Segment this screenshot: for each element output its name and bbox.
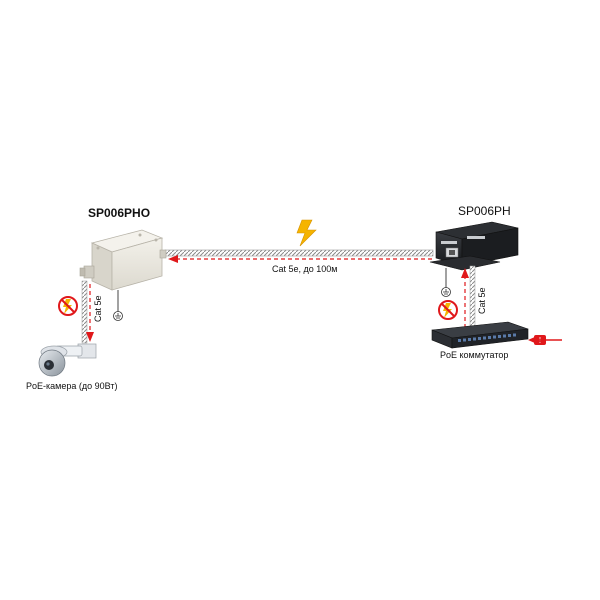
main-cable: [164, 249, 434, 263]
sp006ph-injector: [429, 221, 519, 271]
camera-label: PoE-камера (до 90Вт): [26, 381, 118, 391]
ground-icon: [113, 311, 123, 321]
right-drop-cable: [461, 265, 476, 329]
left-drop-cable-label: Cat 5e: [93, 295, 103, 322]
poe-switch: [431, 321, 529, 349]
switch-label: PoE коммутатор: [440, 350, 509, 360]
poe-camera: [38, 343, 97, 377]
ground-icon: [441, 287, 451, 297]
lightning-icon: [296, 219, 317, 247]
sp006ph-label: SP006PH: [458, 204, 511, 218]
right-drop-cable-label: Cat 5e: [477, 287, 487, 314]
no-lightning-icon: [438, 300, 458, 320]
rj45-port-icon: [445, 247, 459, 258]
left-drop-cable: [81, 280, 94, 344]
sp006pho-enclosure: [79, 229, 167, 291]
main-cable-label: Cat 5e, до 100м: [272, 264, 338, 274]
sp006pho-label: SP006PHO: [88, 206, 151, 220]
no-lightning-icon: [58, 296, 78, 316]
